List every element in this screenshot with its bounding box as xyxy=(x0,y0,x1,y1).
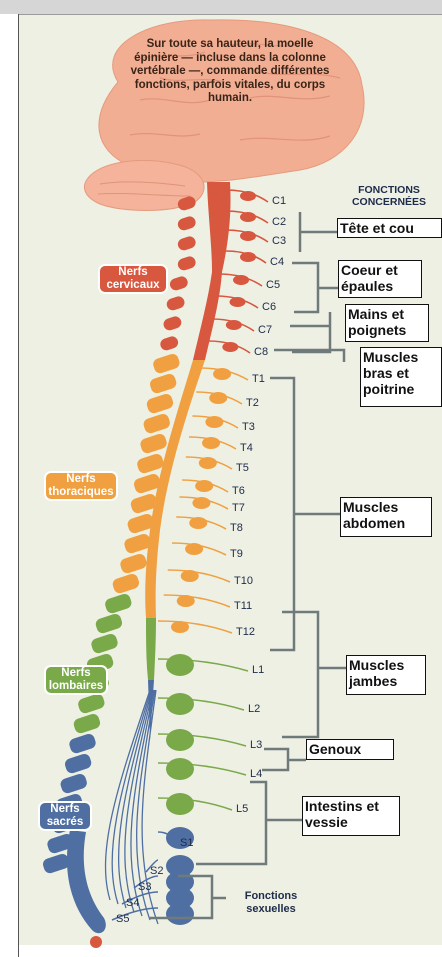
vertebra-label-s4: S4 xyxy=(126,897,139,909)
function-heart-shoulders: Coeur et épaules xyxy=(338,260,422,298)
function-leg-muscles: Muscles jambes xyxy=(346,655,426,695)
nerve-t12 xyxy=(158,621,232,633)
vertebra-label-t4: T4 xyxy=(240,442,253,454)
vertebra-body xyxy=(104,592,133,614)
vertebra-label-c3: C3 xyxy=(272,235,286,247)
vertebra-label-c8: C8 xyxy=(254,346,268,358)
vertebra-body xyxy=(41,852,70,874)
vertebra-label-s5: S5 xyxy=(116,913,129,925)
vertebra-body xyxy=(168,275,189,292)
vertebra-label-l2: L2 xyxy=(248,703,260,715)
function-bowel-bladder: Intestins et vessie xyxy=(302,796,400,836)
vertebra-label-c4: C4 xyxy=(270,256,284,268)
vertebra-label-t9: T9 xyxy=(230,548,243,560)
vertebra-label-t12: T12 xyxy=(236,626,255,638)
region-label-lumbar: Nerfs lombaires xyxy=(44,665,108,695)
vertebra-body xyxy=(77,692,106,714)
vertebra-label-c5: C5 xyxy=(266,279,280,291)
vertebra-body xyxy=(63,752,92,774)
vertebra-s5 xyxy=(166,903,194,925)
vertebra-label-c7: C7 xyxy=(258,324,272,336)
function-head-neck: Tête et cou xyxy=(337,218,442,238)
vertebra-label-s1: S1 xyxy=(180,837,193,849)
vertebra-body xyxy=(59,772,88,794)
vertebra-body xyxy=(94,612,123,634)
vertebra-body xyxy=(176,235,197,252)
intro-text: Sur toute sa hauteur, la moelle épinière… xyxy=(130,38,330,106)
vertebra-label-l1: L1 xyxy=(252,664,264,676)
function-abdomen-muscles: Muscles abdomen xyxy=(340,497,432,537)
vertebra-label-c6: C6 xyxy=(262,301,276,313)
nerve-t10 xyxy=(168,570,230,582)
vertebra-body xyxy=(145,392,174,414)
vertebra-label-c2: C2 xyxy=(272,216,286,228)
vertebra-label-c1: C1 xyxy=(272,195,286,207)
vertebra-l2 xyxy=(166,693,194,715)
vertebra-label-s2: S2 xyxy=(150,865,163,877)
vertebra-label-l3: L3 xyxy=(250,739,262,751)
coccyx xyxy=(90,936,102,948)
vertebra-l1 xyxy=(166,654,194,676)
vertebra-label-t6: T6 xyxy=(232,485,245,497)
sacrum xyxy=(67,830,106,933)
vertebra-label-t8: T8 xyxy=(230,522,243,534)
vertebra-label-l4: L4 xyxy=(250,768,262,780)
vertebra-body xyxy=(165,295,186,312)
vertebra-body xyxy=(90,632,119,654)
vertebra-label-t5: T5 xyxy=(236,462,249,474)
vertebra-label-t11: T11 xyxy=(234,600,252,612)
vertebra-label-l5: L5 xyxy=(236,803,248,815)
function-hands-wrists: Mains et poignets xyxy=(345,304,429,342)
vertebra-body xyxy=(142,412,171,434)
vertebra-body xyxy=(162,315,183,332)
vertebra-body xyxy=(152,352,181,374)
vertebra-l5 xyxy=(166,793,194,815)
vertebra-label-t2: T2 xyxy=(246,397,259,409)
vertebra-label-t7: T7 xyxy=(232,502,245,514)
function-sexual: Fonctions sexuelles xyxy=(226,890,316,916)
vertebra-label-t1: T1 xyxy=(252,373,265,385)
vertebra-body xyxy=(148,372,177,394)
vertebra-body xyxy=(119,552,148,574)
vertebra-l3 xyxy=(166,729,194,751)
vertebra-body xyxy=(68,732,97,754)
function-arm-chest-muscles: Muscles bras et poitrine xyxy=(360,347,442,407)
function-knees: Genoux xyxy=(306,739,394,760)
functions-heading: FONCTIONS CONCERNÉES xyxy=(336,184,442,208)
vertebra-label-t10: T10 xyxy=(234,575,253,587)
vertebra-label-s3: S3 xyxy=(138,881,151,893)
region-label-cervical: Nerfs cervicaux xyxy=(98,264,168,294)
vertebra-body xyxy=(176,215,197,232)
vertebra-body xyxy=(139,432,168,454)
vertebra-body xyxy=(136,452,165,474)
vertebra-body xyxy=(176,255,197,272)
region-label-thoracic: Nerfs thoraciques xyxy=(44,471,118,501)
region-label-sacral: Nerfs sacrés xyxy=(38,801,92,831)
nerve-t11 xyxy=(164,595,230,607)
vertebra-body xyxy=(159,335,180,352)
vertebra-label-t3: T3 xyxy=(242,421,255,433)
vertebra-body xyxy=(72,712,101,734)
vertebra-body xyxy=(111,572,140,594)
vertebra-l4 xyxy=(166,758,194,780)
